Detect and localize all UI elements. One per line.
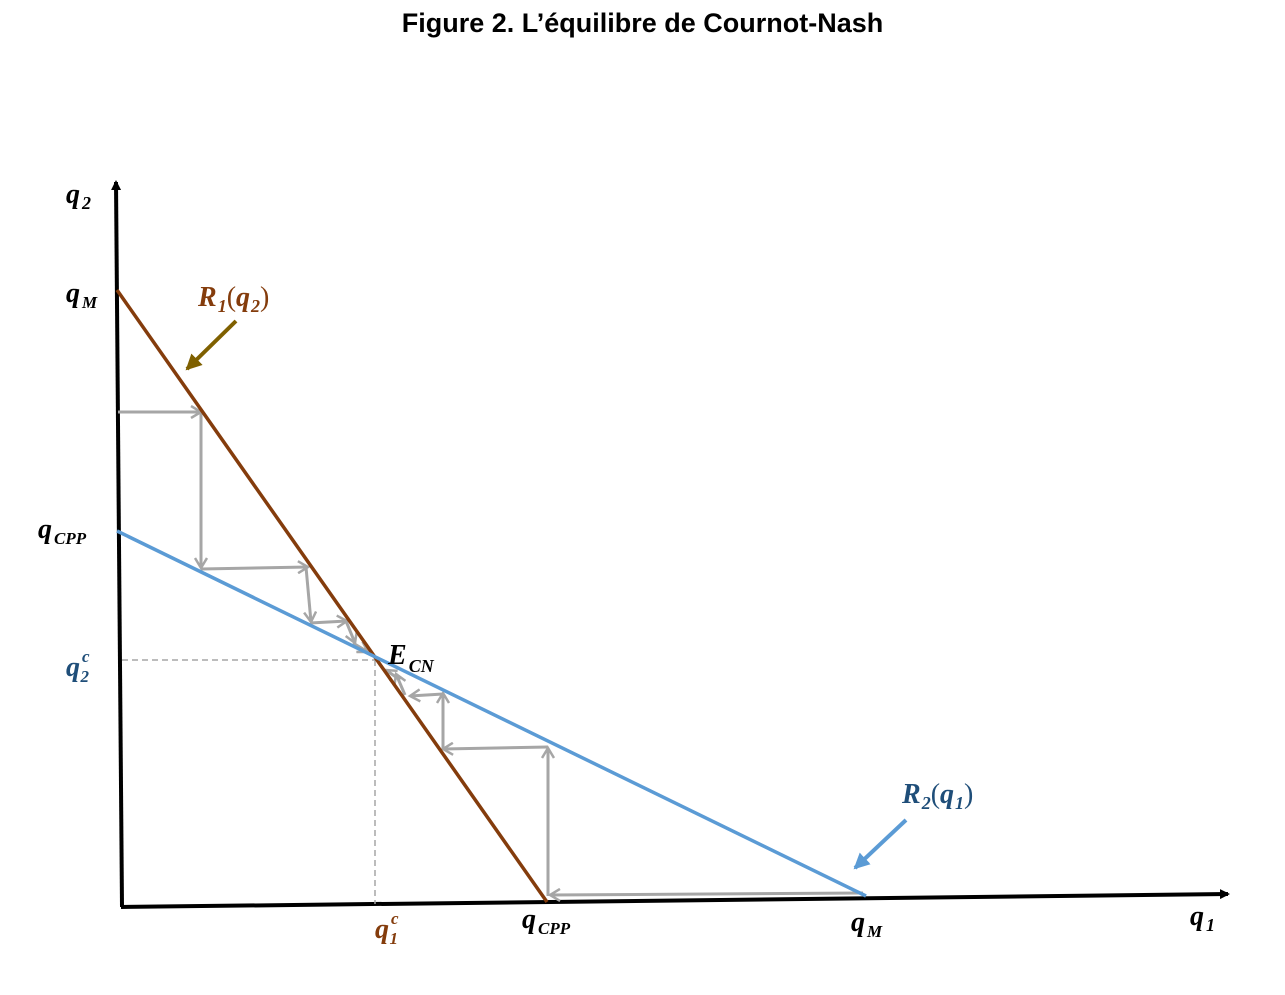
r1-label: R1(q2) (197, 282, 269, 316)
cobweb-arrows-lower (386, 670, 864, 896)
r1-pointer-arrow (185, 319, 238, 371)
r2-reaction-line (116, 529, 867, 898)
r2-pointer-arrow (853, 818, 908, 870)
figure-title: Figure 2. L’équilibre de Cournot-Nash (401, 8, 884, 38)
x-axis (120, 889, 1230, 909)
cobweb-arrows-upper (118, 412, 368, 654)
y-axis (111, 180, 124, 908)
r1-reaction-line (115, 288, 549, 904)
r2-label: R2(q1) (901, 779, 973, 813)
